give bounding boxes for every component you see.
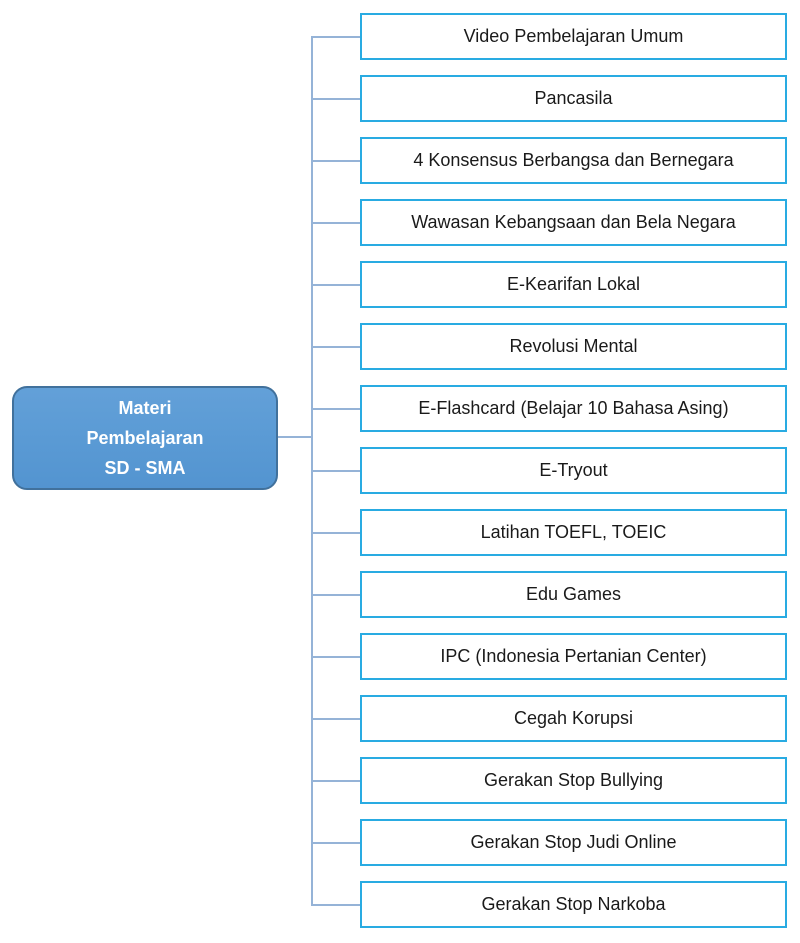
diagram-node: Pancasila [360, 75, 787, 122]
node-label: Video Pembelajaran Umum [463, 25, 684, 46]
connector-branch [311, 407, 360, 410]
diagram-node: 4 Konsensus Berbangsa dan Bernegara [360, 137, 787, 184]
leaf-row: Wawasan Kebangsaan dan Bela Negara [311, 199, 787, 246]
connector-branch [311, 97, 360, 100]
leaf-row: IPC (Indonesia Pertanian Center) [311, 633, 787, 680]
diagram-node: Cegah Korupsi [360, 695, 787, 742]
diagram-node: Gerakan Stop Judi Online [360, 819, 787, 866]
diagram-node: E-Kearifan Lokal [360, 261, 787, 308]
connector-branch [311, 779, 360, 782]
node-label: Gerakan Stop Judi Online [470, 831, 677, 852]
node-label: 4 Konsensus Berbangsa dan Bernegara [413, 149, 734, 170]
root-node-label-line3: SD - SMA [104, 458, 186, 478]
connector-branch [311, 717, 360, 720]
leaf-row: Gerakan Stop Bullying [311, 757, 787, 804]
connector-branch [311, 841, 360, 844]
leaf-row: Gerakan Stop Judi Online [311, 819, 787, 866]
leaf-row: Edu Games [311, 571, 787, 618]
connector-root-link [278, 436, 311, 438]
connector-branch [311, 903, 360, 906]
leaf-row: E-Tryout [311, 447, 787, 494]
node-label: Latihan TOEFL, TOEIC [480, 521, 667, 542]
node-label: Revolusi Mental [509, 335, 638, 356]
connector-branch [311, 221, 360, 224]
leaf-row: Cegah Korupsi [311, 695, 787, 742]
connector-branch [311, 655, 360, 658]
leaf-row: Video Pembelajaran Umum [311, 13, 787, 60]
leaf-row: Latihan TOEFL, TOEIC [311, 509, 787, 556]
diagram-node: Revolusi Mental [360, 323, 787, 370]
connector-branch [311, 531, 360, 534]
diagram-node: Video Pembelajaran Umum [360, 13, 787, 60]
leaf-row: E-Kearifan Lokal [311, 261, 787, 308]
root-node: Materi Pembelajaran SD - SMA [12, 386, 278, 490]
connector-branch [311, 283, 360, 286]
diagram-node: Edu Games [360, 571, 787, 618]
node-label: Gerakan Stop Bullying [483, 769, 664, 790]
node-label: E-Flashcard (Belajar 10 Bahasa Asing) [418, 397, 729, 418]
connector-branch [311, 469, 360, 472]
node-label: Edu Games [525, 583, 622, 604]
leaf-row: 4 Konsensus Berbangsa dan Bernegara [311, 137, 787, 184]
diagram-node: Gerakan Stop Bullying [360, 757, 787, 804]
connector-branch [311, 593, 360, 596]
diagram-node: E-Flashcard (Belajar 10 Bahasa Asing) [360, 385, 787, 432]
node-label: Gerakan Stop Narkoba [481, 893, 666, 914]
leaf-row: Gerakan Stop Narkoba [311, 881, 787, 928]
node-label: E-Kearifan Lokal [506, 273, 641, 294]
node-label: Pancasila [534, 87, 613, 108]
root-node-label-line2: Pembelajaran [86, 428, 204, 448]
diagram-node: IPC (Indonesia Pertanian Center) [360, 633, 787, 680]
node-label: Cegah Korupsi [513, 707, 634, 728]
diagram-node: Gerakan Stop Narkoba [360, 881, 787, 928]
root-node-label-line1: Materi [118, 398, 172, 418]
connector-branch [311, 159, 360, 162]
leaf-row: Pancasila [311, 75, 787, 122]
leaf-row: Revolusi Mental [311, 323, 787, 370]
diagram-node: Latihan TOEFL, TOEIC [360, 509, 787, 556]
leaf-row: E-Flashcard (Belajar 10 Bahasa Asing) [311, 385, 787, 432]
node-label: IPC (Indonesia Pertanian Center) [440, 645, 707, 666]
node-label: E-Tryout [539, 459, 608, 480]
node-label: Wawasan Kebangsaan dan Bela Negara [411, 211, 736, 232]
connector-branch [311, 345, 360, 348]
connector-branch [311, 35, 360, 38]
diagram-node: E-Tryout [360, 447, 787, 494]
diagram-node: Wawasan Kebangsaan dan Bela Negara [360, 199, 787, 246]
